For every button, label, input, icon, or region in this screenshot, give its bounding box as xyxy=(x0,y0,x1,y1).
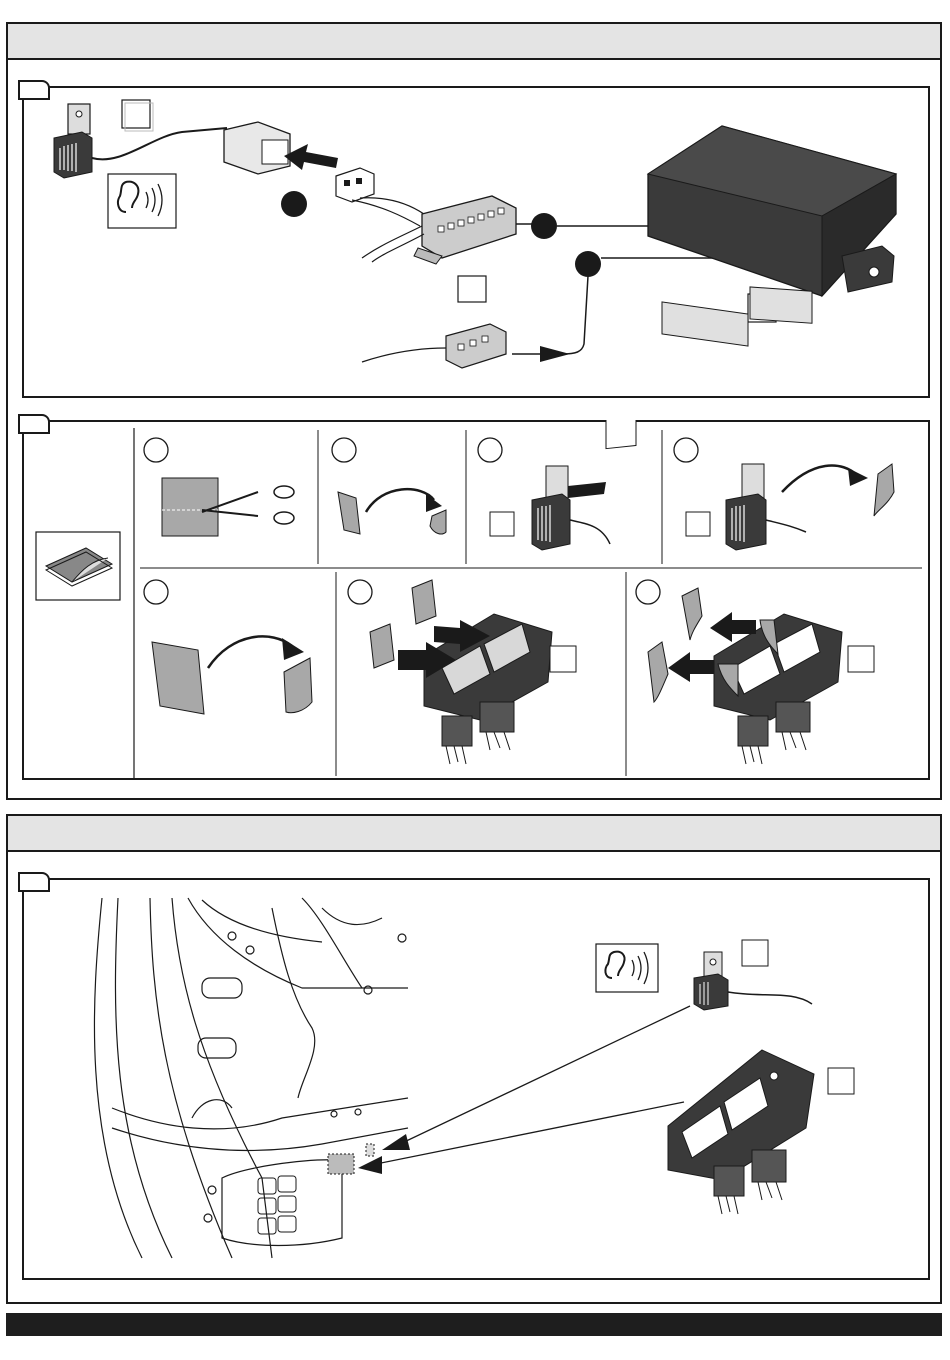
label-box xyxy=(686,512,710,536)
label-box xyxy=(458,276,486,302)
arrow-icon xyxy=(668,652,714,682)
step-circle xyxy=(332,438,356,462)
step-circle xyxy=(348,580,372,604)
label-box xyxy=(848,646,874,672)
label-box xyxy=(122,100,150,128)
mounting-diagram xyxy=(22,878,930,1280)
label-box xyxy=(490,512,514,536)
vehicle-interior xyxy=(94,898,408,1258)
step-circle xyxy=(674,438,698,462)
step-circle xyxy=(144,580,168,604)
step-circle xyxy=(478,438,502,462)
section-header xyxy=(8,816,940,852)
double-sided-tape-icon xyxy=(36,532,120,600)
ear-sound-icon xyxy=(596,944,658,992)
ear-sound-icon xyxy=(108,174,176,228)
control-module-peel xyxy=(714,614,842,764)
control-module xyxy=(648,126,896,346)
step-circle xyxy=(144,438,168,462)
label-box xyxy=(550,646,576,672)
label-box xyxy=(828,1068,854,1094)
callout-dot xyxy=(281,191,307,217)
harness-connector-small xyxy=(362,324,506,368)
buzzer-mount-location xyxy=(366,1144,374,1156)
adhesive-diagram xyxy=(22,420,930,780)
callout-dot xyxy=(531,213,557,239)
harness-connector xyxy=(362,196,516,264)
arrow-icon xyxy=(540,346,570,362)
arrow-icon xyxy=(382,1134,410,1150)
arrow-icon xyxy=(358,1156,382,1174)
label-box xyxy=(742,940,768,966)
footer-bar xyxy=(6,1313,942,1336)
callout-dot xyxy=(575,251,601,277)
buzzer-connector xyxy=(224,122,290,174)
module-mount-location xyxy=(328,1154,354,1174)
arrow-icon xyxy=(284,144,338,170)
plug xyxy=(336,168,424,226)
control-module xyxy=(668,1050,814,1214)
step-circle xyxy=(636,580,660,604)
section-header xyxy=(8,24,940,60)
connection-diagram xyxy=(22,86,930,398)
